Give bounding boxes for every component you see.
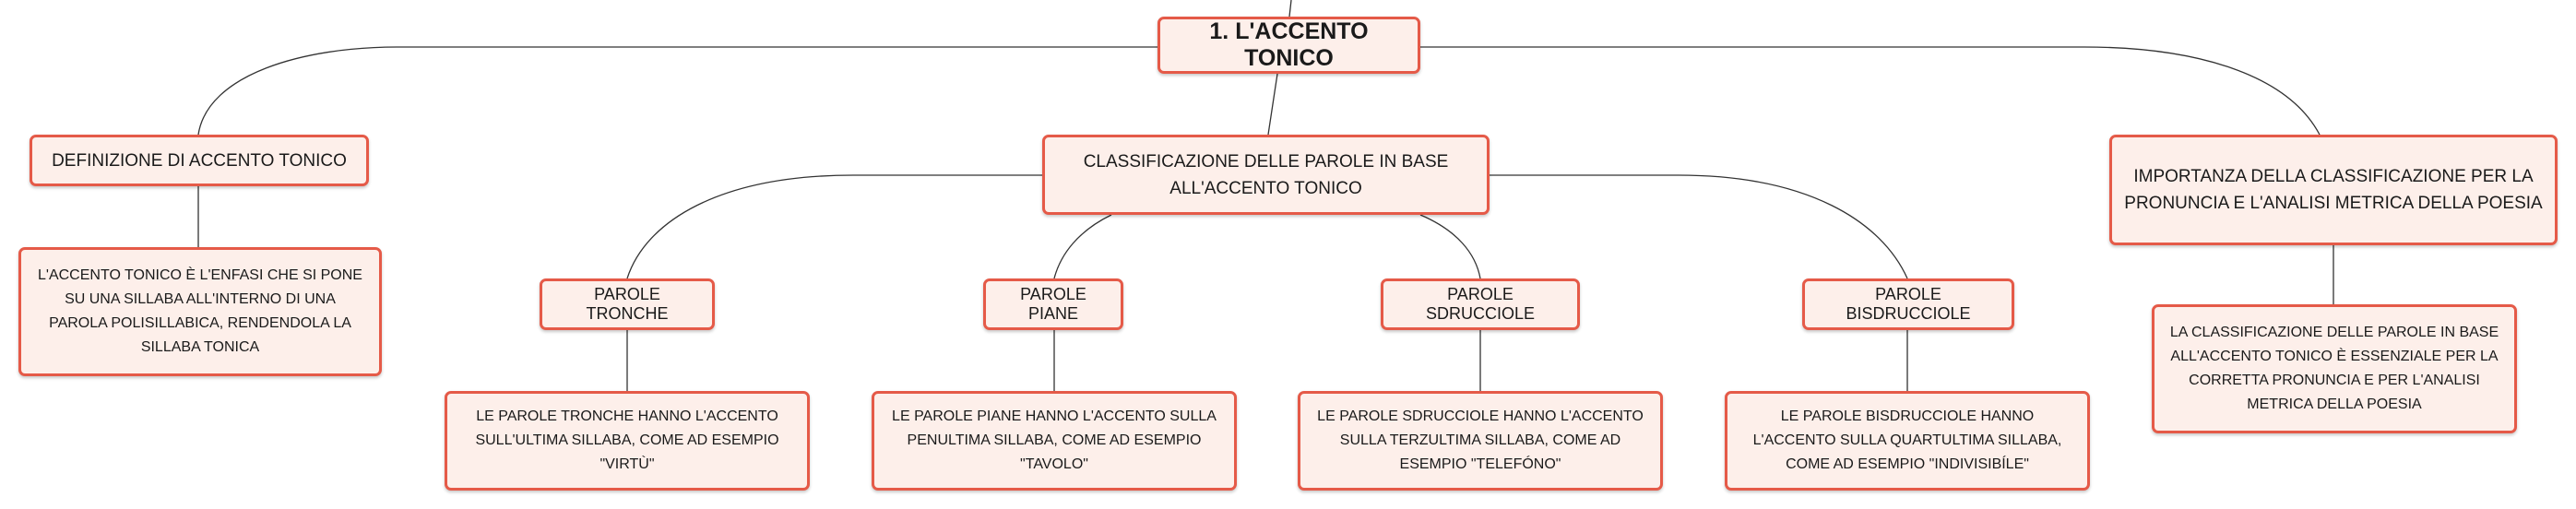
bisdrucciole-detail-text: LE PAROLE BISDRUCCIOLE HANNO L'ACCENTO S… xyxy=(1752,408,2062,472)
connector-root-definizione xyxy=(197,46,1157,136)
node-piane-detail[interactable]: LE PAROLE PIANE HANNO L'ACCENTO SULLA PE… xyxy=(872,391,1237,491)
node-parole-tronche[interactable]: PAROLE TRONCHE xyxy=(540,278,715,330)
node-parole-sdrucciole[interactable]: PAROLE SDRUCCIOLE xyxy=(1381,278,1580,330)
node-parole-bisdrucciole[interactable]: PAROLE BISDRUCCIOLE xyxy=(1802,278,2014,330)
sdrucciole-detail-text: LE PAROLE SDRUCCIOLE HANNO L'ACCENTO SUL… xyxy=(1317,408,1644,472)
connector-classificazione-tronche xyxy=(626,174,1042,279)
connector-root-incoming xyxy=(1288,0,1292,18)
node-importanza[interactable]: IMPORTANZA DELLA CLASSIFICAZIONE PER LA … xyxy=(2109,135,2558,245)
piane-title: PAROLE PIANE xyxy=(1020,285,1086,323)
tronche-title: PAROLE TRONCHE xyxy=(586,285,669,323)
connector-classificazione-bisdrucciole xyxy=(1490,174,1908,279)
node-bisdrucciole-detail[interactable]: LE PAROLE BISDRUCCIOLE HANNO L'ACCENTO S… xyxy=(1725,391,2090,491)
tronche-detail-text: LE PAROLE TRONCHE HANNO L'ACCENTO SULL'U… xyxy=(475,408,779,472)
node-importanza-detail[interactable]: LA CLASSIFICAZIONE DELLE PAROLE IN BASE … xyxy=(2152,304,2517,433)
node-sdrucciole-detail[interactable]: LE PAROLE SDRUCCIOLE HANNO L'ACCENTO SUL… xyxy=(1298,391,1663,491)
node-definizione[interactable]: DEFINIZIONE DI ACCENTO TONICO xyxy=(30,135,369,186)
bisdrucciole-title: PAROLE BISDRUCCIOLE xyxy=(1846,285,1971,323)
classificazione-title: CLASSIFICAZIONE DELLE PAROLE IN BASE ALL… xyxy=(1083,151,1449,198)
node-tronche-detail[interactable]: LE PAROLE TRONCHE HANNO L'ACCENTO SULL'U… xyxy=(445,391,810,491)
connector-classificazione-piane xyxy=(1053,214,1112,279)
definizione-title: DEFINIZIONE DI ACCENTO TONICO xyxy=(52,150,347,171)
root-node[interactable]: 1. L'ACCENTO TONICO xyxy=(1157,17,1420,74)
connector-root-classificazione xyxy=(1267,73,1278,136)
node-parole-piane[interactable]: PAROLE PIANE xyxy=(983,278,1123,330)
connector-root-importanza xyxy=(1420,46,2321,136)
definizione-detail-text: L'ACCENTO TONICO È L'ENFASI CHE SI PONE … xyxy=(38,267,362,355)
node-definizione-detail[interactable]: L'ACCENTO TONICO È L'ENFASI CHE SI PONE … xyxy=(18,247,382,376)
importanza-detail-text: LA CLASSIFICAZIONE DELLE PAROLE IN BASE … xyxy=(2169,325,2499,412)
root-title: 1. L'ACCENTO TONICO xyxy=(1209,18,1369,71)
connector-classificazione-sdrucciole xyxy=(1419,214,1481,279)
node-classificazione[interactable]: CLASSIFICAZIONE DELLE PAROLE IN BASE ALL… xyxy=(1042,135,1490,215)
importanza-title: IMPORTANZA DELLA CLASSIFICAZIONE PER LA … xyxy=(2124,167,2543,213)
sdrucciole-title: PAROLE SDRUCCIOLE xyxy=(1425,285,1536,323)
piane-detail-text: LE PAROLE PIANE HANNO L'ACCENTO SULLA PE… xyxy=(892,408,1217,472)
